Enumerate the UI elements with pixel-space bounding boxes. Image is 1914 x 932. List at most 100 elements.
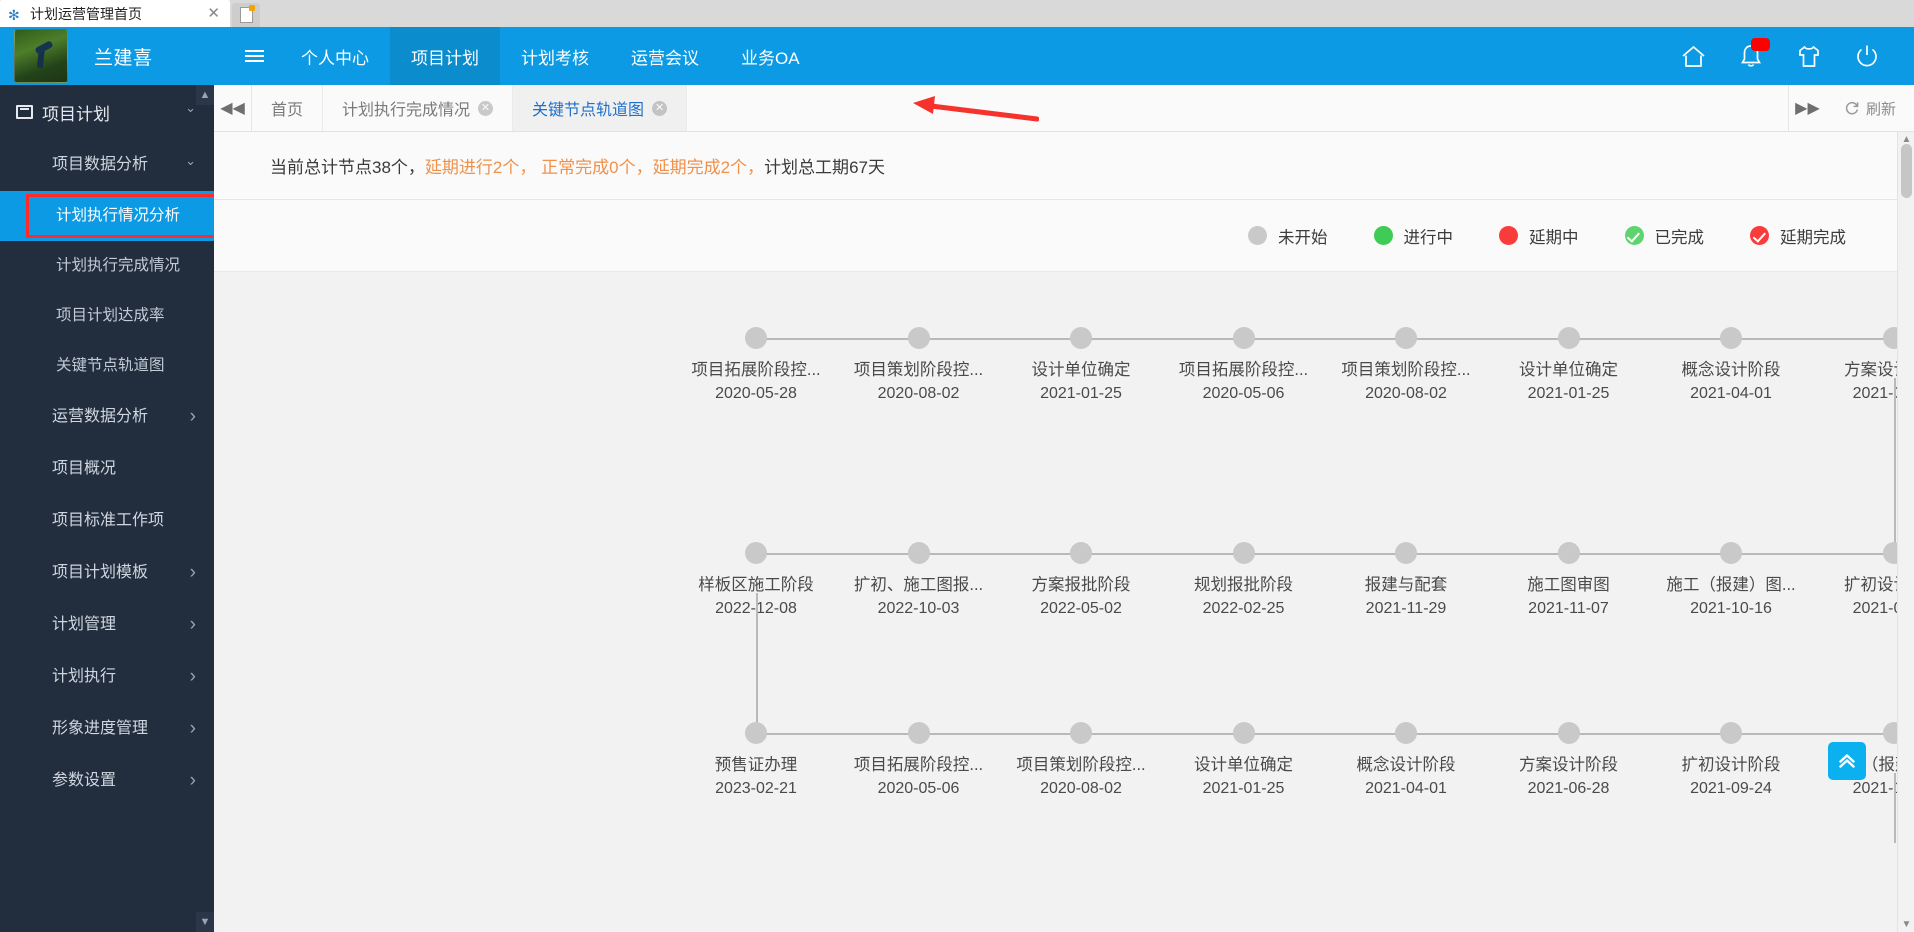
track-node-dot[interactable] bbox=[1395, 542, 1417, 564]
close-icon[interactable]: ✕ bbox=[652, 100, 668, 116]
sidebar-item-plan-template[interactable]: 项目计划模板 bbox=[0, 547, 214, 599]
track-node[interactable]: 项目策划阶段控...2020-08-02 bbox=[1321, 327, 1491, 403]
hamburger-icon[interactable] bbox=[228, 27, 280, 85]
track-node-dot[interactable] bbox=[745, 327, 767, 349]
content-vertical-scrollbar[interactable]: ▲ ▼ bbox=[1897, 132, 1914, 932]
sidebar-item-key-node-track[interactable]: 关键节点轨道图 bbox=[0, 341, 214, 391]
tab-home[interactable]: 首页 bbox=[252, 85, 324, 131]
track-node-dot[interactable] bbox=[1720, 542, 1742, 564]
track-node-dot[interactable] bbox=[1395, 722, 1417, 744]
summary-delayed-done-count: 2 bbox=[720, 158, 731, 177]
track-node[interactable]: 项目策划阶段控...2020-08-02 bbox=[834, 327, 1004, 403]
track-node-dot[interactable] bbox=[1232, 542, 1255, 564]
track-node-dot[interactable] bbox=[907, 327, 930, 349]
sidebar-root-project-plan[interactable]: 项目计划 bbox=[0, 85, 214, 139]
sidebar-scroll-up[interactable]: ▲ bbox=[196, 85, 214, 105]
sidebar-item-standard-work-items[interactable]: 项目标准工作项 bbox=[0, 495, 214, 547]
track-node-dot[interactable] bbox=[1070, 542, 1092, 564]
track-node-date: 2021-10-16 bbox=[1690, 600, 1772, 617]
track-node[interactable]: 项目拓展阶段控...2020-05-06 bbox=[1159, 327, 1329, 403]
legend-item-in-progress: 进行中 bbox=[1373, 224, 1454, 248]
nav-item-plan-assessment[interactable]: 计划考核 bbox=[521, 48, 589, 68]
nav-item-project-plan[interactable]: 项目计划 bbox=[390, 27, 500, 85]
tab-scroll-right[interactable]: ▶▶ bbox=[1787, 85, 1826, 131]
legend-label: 进行中 bbox=[1403, 228, 1454, 247]
track-node-name: 扩初设计阶段 bbox=[1681, 756, 1781, 774]
sidebar-item-project-overview[interactable]: 项目概况 bbox=[0, 443, 214, 495]
track-node-dot[interactable] bbox=[745, 542, 767, 564]
sidebar-root-label: 项目计划 bbox=[42, 104, 110, 124]
tab-key-node-track[interactable]: 关键节点轨道图 ✕ bbox=[513, 85, 688, 131]
chevron-right-icon bbox=[190, 718, 196, 740]
home-icon[interactable] bbox=[1664, 27, 1722, 85]
folder-icon bbox=[16, 105, 33, 119]
scrollbar-up-arrow[interactable]: ▲ bbox=[1901, 134, 1912, 145]
scrollbar-thumb[interactable] bbox=[1901, 144, 1912, 198]
track-node[interactable]: 项目策划阶段控...2020-08-02 bbox=[996, 722, 1166, 798]
track-node[interactable]: 扩初、施工图报...2022-10-03 bbox=[834, 542, 1004, 618]
sidebar-item-parameter-settings[interactable]: 参数设置 bbox=[0, 755, 214, 807]
new-tab-button[interactable] bbox=[232, 3, 260, 27]
track-node-dot[interactable] bbox=[1070, 327, 1092, 349]
tab-plan-execution-completion[interactable]: 计划执行完成情况 ✕ bbox=[323, 85, 514, 131]
track-node-dot[interactable] bbox=[1557, 722, 1580, 744]
track-node-name: 施工（报建）图... bbox=[1666, 576, 1796, 594]
avatar[interactable] bbox=[14, 29, 68, 83]
track-node-dot[interactable] bbox=[745, 722, 767, 744]
sidebar-item-plan-management[interactable]: 计划管理 bbox=[0, 599, 214, 651]
track-node-dot[interactable] bbox=[1557, 327, 1580, 349]
summary-delayed-running: 延期进行 bbox=[424, 158, 493, 177]
track-node-dot[interactable] bbox=[1395, 327, 1417, 349]
track-node-dot[interactable] bbox=[1232, 722, 1255, 744]
nav-item-operation-meeting[interactable]: 运营会议 bbox=[631, 48, 699, 68]
track-node-dot[interactable] bbox=[907, 722, 930, 744]
track-node-dot[interactable] bbox=[1720, 722, 1742, 744]
sidebar-item-plan-execution[interactable]: 计划执行 bbox=[0, 651, 214, 703]
close-icon[interactable]: ✕ bbox=[478, 100, 494, 116]
track-node-dot[interactable] bbox=[1070, 722, 1092, 744]
scroll-to-top-button[interactable] bbox=[1828, 742, 1866, 780]
sidebar-item-plan-achievement-rate[interactable]: 项目计划达成率 bbox=[0, 291, 214, 341]
track-node-dot[interactable] bbox=[1720, 327, 1742, 349]
track-node[interactable]: 施工（报建）图... 2021-10-16 bbox=[1646, 542, 1816, 618]
track-node-name: 扩初、施工图报... bbox=[853, 576, 984, 594]
sidebar-item-plan-execution-completion[interactable]: 计划执行完成情况 bbox=[0, 241, 214, 291]
sidebar-item-data-analysis[interactable]: 项目数据分析 bbox=[0, 139, 214, 191]
track-node[interactable]: 项目拓展阶段控...2020-05-28 bbox=[671, 327, 841, 403]
track-node-dot[interactable] bbox=[907, 542, 930, 564]
refresh-button[interactable]: 刷新 bbox=[1826, 85, 1914, 131]
tab-scroll-left[interactable]: ◀◀ bbox=[214, 85, 252, 131]
nav-item-personal[interactable]: 个人中心 bbox=[301, 48, 369, 68]
track-node-dot[interactable] bbox=[1557, 542, 1580, 564]
nav-item-business-oa[interactable]: 业务OA bbox=[741, 48, 800, 68]
power-icon[interactable] bbox=[1838, 27, 1896, 85]
track-node-date: 2022-05-02 bbox=[1040, 600, 1122, 617]
sidebar-scroll-down[interactable]: ▼ bbox=[196, 912, 214, 932]
track-node-dot[interactable] bbox=[1232, 327, 1255, 349]
track-node[interactable]: 项目拓展阶段控...2020-05-06 bbox=[834, 722, 1004, 798]
chevron-right-icon bbox=[190, 562, 196, 584]
tab-label: 关键节点轨道图 bbox=[532, 102, 645, 119]
skin-icon[interactable] bbox=[1780, 27, 1838, 85]
bell-icon[interactable] bbox=[1722, 27, 1780, 85]
browser-tab[interactable]: 计划运营管理首页 ✕ bbox=[0, 0, 230, 27]
sidebar-item-operation-data-analysis[interactable]: 运营数据分析 bbox=[0, 391, 214, 443]
legend-label: 延期完成 bbox=[1780, 228, 1846, 247]
sidebar-item-label: 项目计划达成率 bbox=[56, 306, 165, 324]
sidebar-item-plan-execution-analysis[interactable]: 计划执行情况分析 bbox=[0, 191, 214, 241]
sidebar-item-image-progress[interactable]: 形象进度管理 bbox=[0, 703, 214, 755]
close-icon[interactable]: ✕ bbox=[207, 5, 220, 22]
scrollbar-down-arrow[interactable]: ▼ bbox=[1901, 919, 1912, 930]
